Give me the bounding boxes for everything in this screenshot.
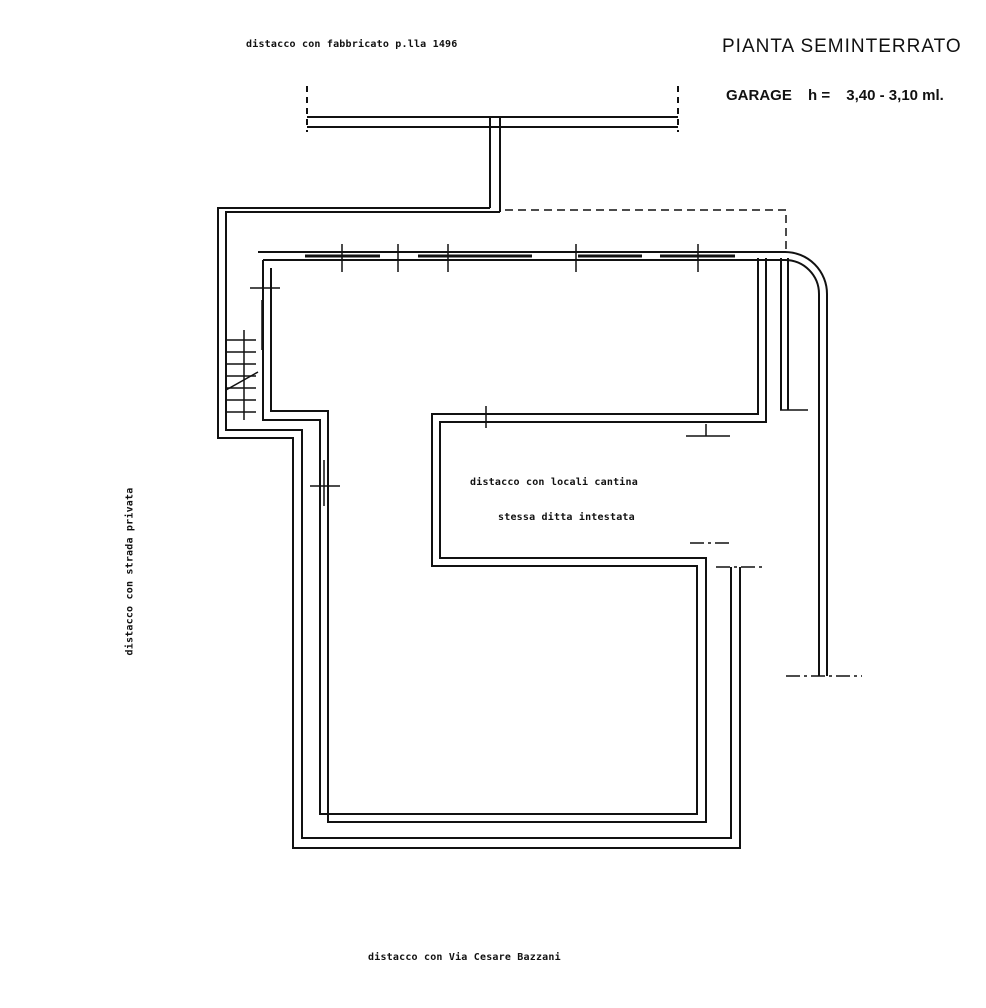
dashed-extension bbox=[505, 209, 787, 250]
top-boundary-line bbox=[306, 86, 679, 212]
top-boundary-label: distacco con fabbricato p.lla 1496 bbox=[246, 39, 458, 50]
sheet-title: PIANTA SEMINTERRATO bbox=[722, 36, 962, 57]
center-label-line2: stessa ditta intestata bbox=[498, 512, 635, 523]
bottom-boundary-label: distacco con Via Cesare Bazzani bbox=[368, 952, 561, 963]
stair-symbol bbox=[225, 330, 259, 420]
height-values: 3,40 - 3,10 ml. bbox=[846, 87, 944, 104]
window-ticks bbox=[250, 244, 699, 506]
outer-perimeter bbox=[217, 207, 741, 849]
left-boundary-label: distacco con strada privata bbox=[124, 487, 136, 656]
height-label: h = bbox=[808, 87, 831, 104]
center-label-line1: distacco con locali cantina bbox=[470, 477, 638, 488]
room-name: GARAGE bbox=[726, 87, 792, 104]
garage-walls bbox=[258, 251, 828, 823]
boundary-end-marks bbox=[686, 409, 862, 677]
room-height-line: GARAGE h = 3,40 - 3,10 ml. bbox=[726, 87, 956, 104]
